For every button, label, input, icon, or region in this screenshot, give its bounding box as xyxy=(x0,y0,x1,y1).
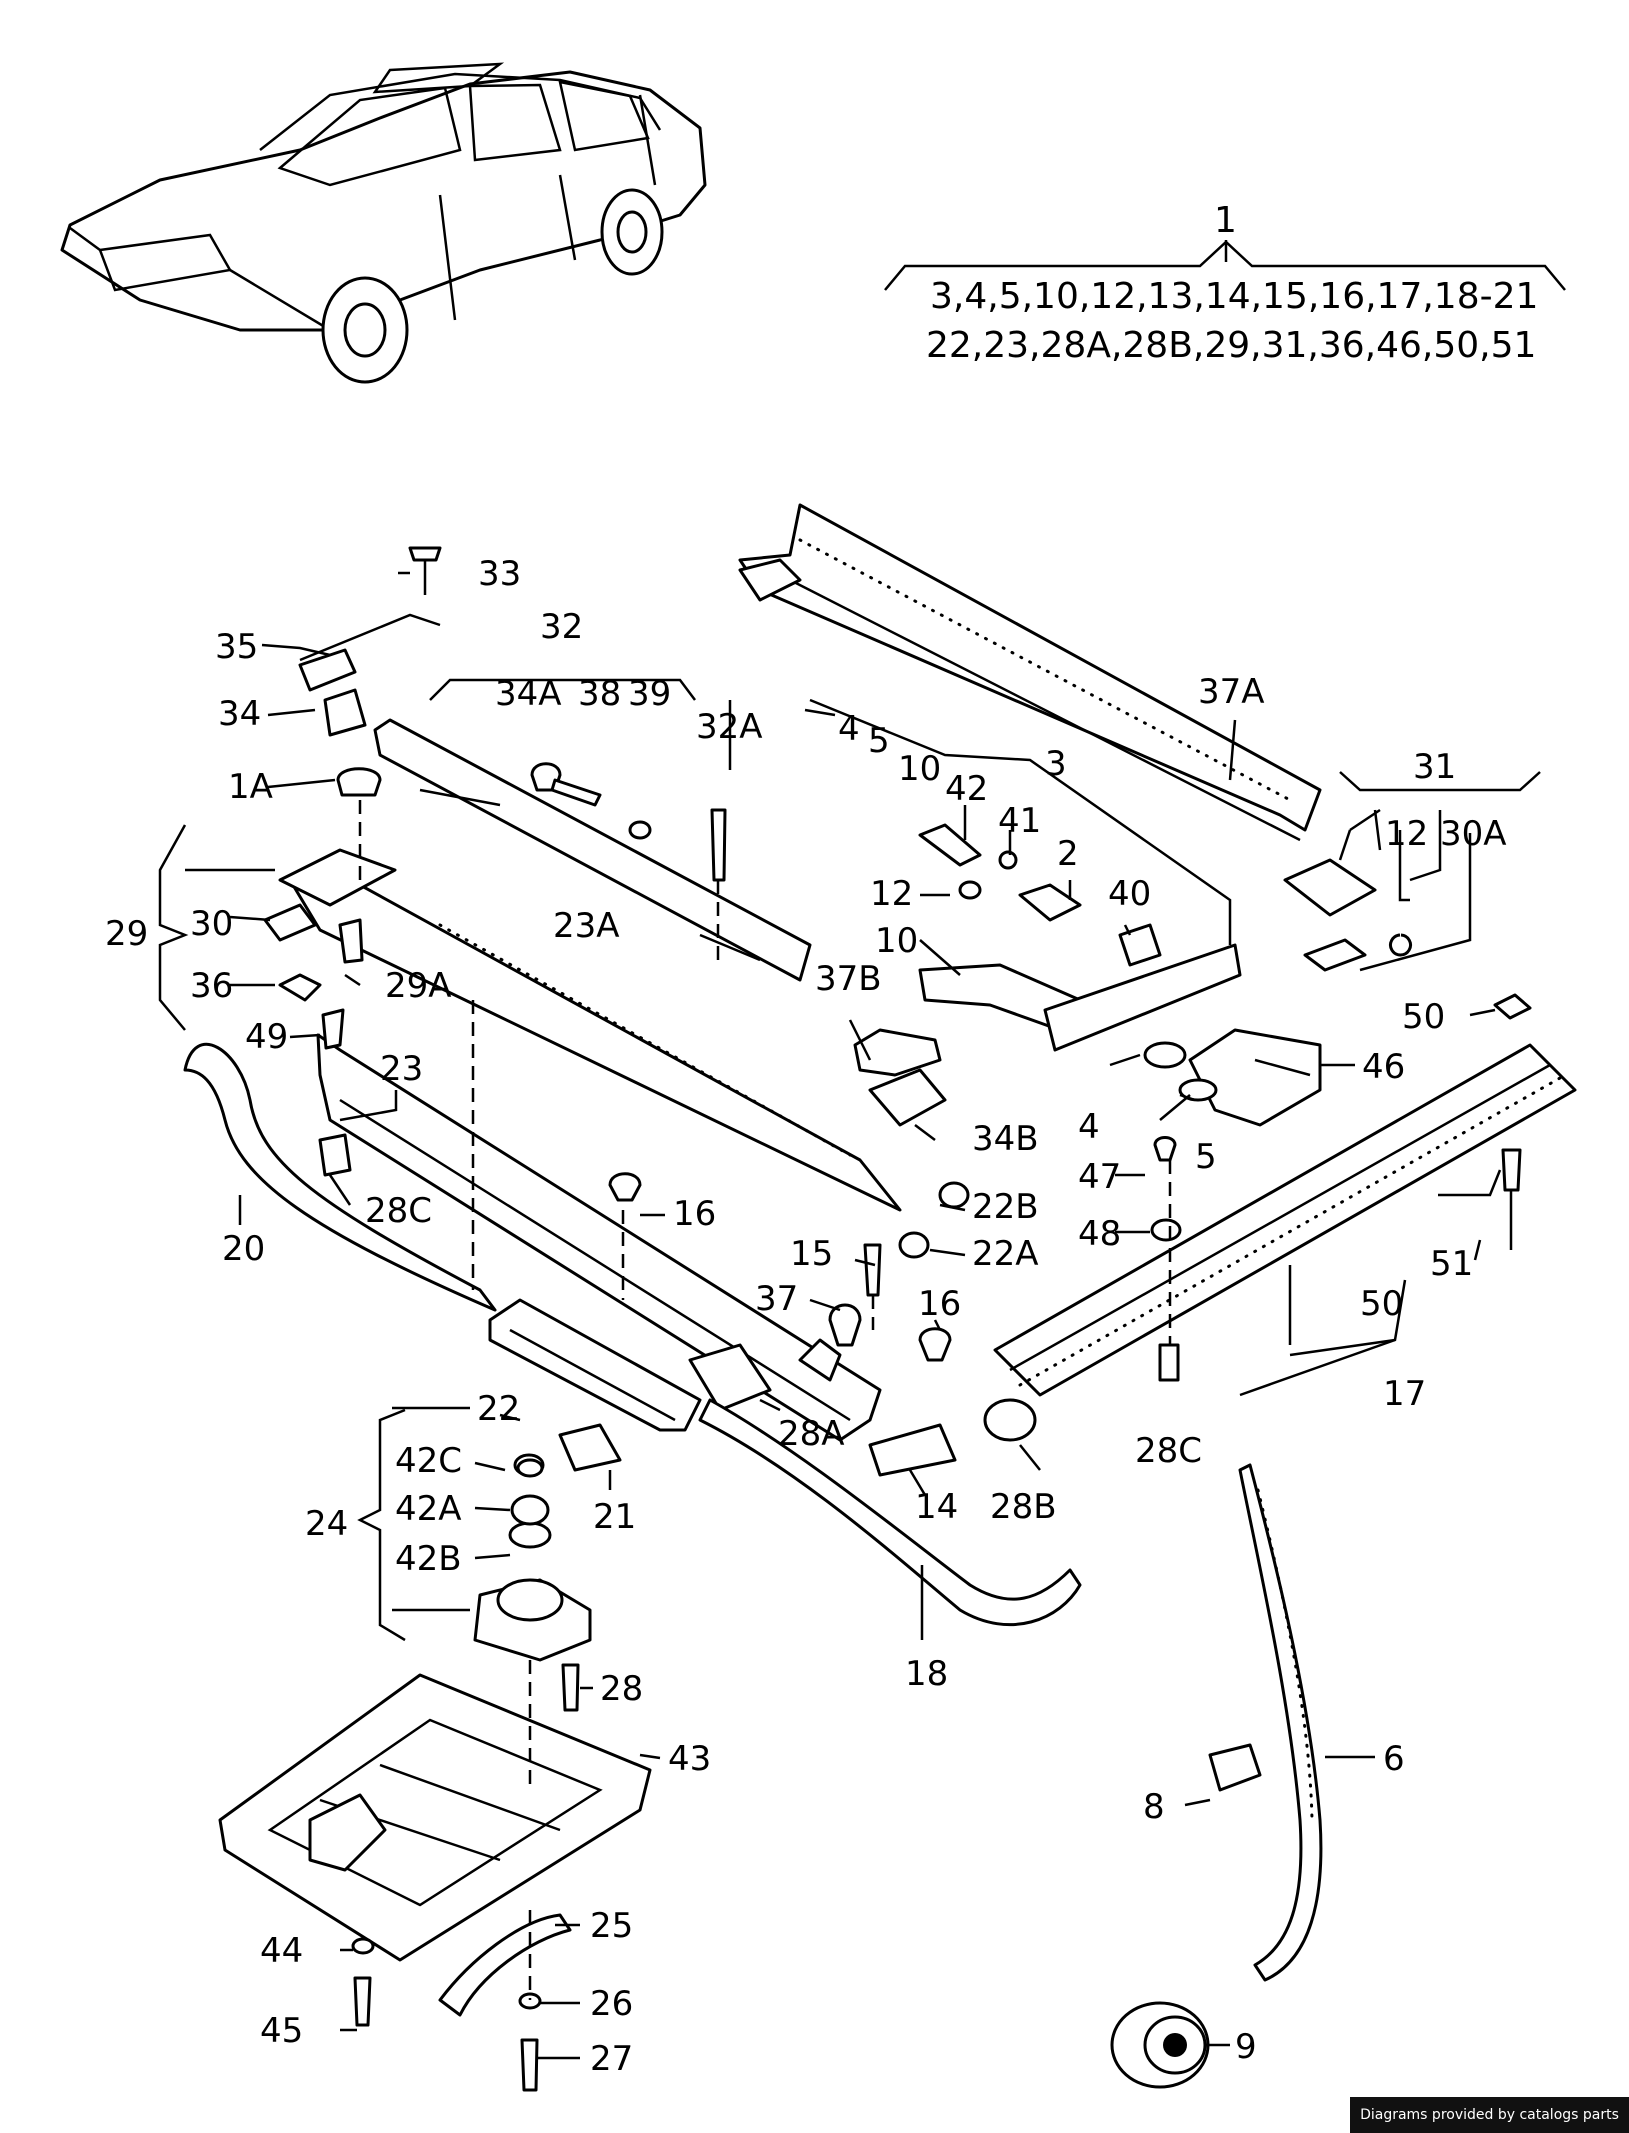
label-28A: 28A xyxy=(778,1414,845,1454)
label-44: 44 xyxy=(260,1931,303,1971)
label-8: 8 xyxy=(1143,1787,1165,1827)
label-49: 49 xyxy=(245,1017,288,1057)
credit-banner: Diagrams provided by catalogs parts xyxy=(1350,2097,1629,2133)
label-23: 23 xyxy=(380,1049,423,1089)
group-1-number: 1 xyxy=(1214,200,1237,241)
label-12: 12 xyxy=(870,874,913,914)
label-37B: 37B xyxy=(815,959,882,999)
label-16-low: 16 xyxy=(918,1284,961,1324)
label-20: 20 xyxy=(222,1229,265,1269)
label-32: 32 xyxy=(540,607,583,647)
label-42C: 42C xyxy=(395,1441,462,1481)
label-31: 31 xyxy=(1413,747,1456,787)
label-5b: 5 xyxy=(1195,1137,1217,1177)
label-39: 39 xyxy=(628,674,671,714)
label-32A: 32A xyxy=(696,707,763,747)
car-illustration xyxy=(60,62,707,384)
label-27: 27 xyxy=(590,2039,633,2079)
group-1-callout: 1 3,4,5,10,12,13,14,15,16,17,18-21 22,23… xyxy=(884,200,1566,366)
label-28B: 28B xyxy=(990,1487,1057,1527)
label-4b: 4 xyxy=(1078,1107,1100,1147)
label-42B: 42B xyxy=(395,1539,462,1579)
label-47: 47 xyxy=(1078,1157,1121,1197)
label-37: 37 xyxy=(755,1279,798,1319)
label-38: 38 xyxy=(578,674,621,714)
label-18: 18 xyxy=(905,1654,948,1694)
label-34A: 34A xyxy=(495,674,562,714)
label-4: 4 xyxy=(838,709,860,749)
leader-lines xyxy=(158,571,1541,2060)
label-22A: 22A xyxy=(972,1234,1039,1274)
label-3: 3 xyxy=(1045,744,1067,784)
label-29: 29 xyxy=(105,914,148,954)
label-21: 21 xyxy=(593,1497,636,1537)
label-10: 10 xyxy=(898,749,941,789)
label-2: 2 xyxy=(1057,834,1079,874)
label-34: 34 xyxy=(218,694,261,734)
label-24: 24 xyxy=(305,1504,348,1544)
label-5: 5 xyxy=(868,721,890,761)
label-35: 35 xyxy=(215,627,258,667)
label-25: 25 xyxy=(590,1906,633,1946)
label-28C-right: 28C xyxy=(1135,1431,1202,1471)
label-29A: 29A xyxy=(385,966,452,1006)
label-34B: 34B xyxy=(972,1119,1039,1159)
label-9: 9 xyxy=(1235,2027,1257,2067)
label-23A: 23A xyxy=(553,906,620,946)
label-30: 30 xyxy=(190,904,233,944)
parts-drawing xyxy=(183,503,1577,2092)
label-42A: 42A xyxy=(395,1489,462,1529)
group-1-list-line-1: 3,4,5,10,12,13,14,15,16,17,18-21 xyxy=(930,276,1538,317)
label-28C-left: 28C xyxy=(365,1191,432,1231)
label-26: 26 xyxy=(590,1984,633,2024)
label-14: 14 xyxy=(915,1487,958,1527)
label-36: 36 xyxy=(190,966,233,1006)
label-51: 51 xyxy=(1430,1244,1473,1284)
label-28: 28 xyxy=(600,1669,643,1709)
label-37A: 37A xyxy=(1198,672,1265,712)
label-50b: 50 xyxy=(1360,1284,1403,1324)
label-50: 50 xyxy=(1402,997,1445,1037)
label-17: 17 xyxy=(1383,1374,1426,1414)
label-10b: 10 xyxy=(875,921,918,961)
label-22: 22 xyxy=(477,1389,520,1429)
label-40: 40 xyxy=(1108,874,1151,914)
label-48: 48 xyxy=(1078,1214,1121,1254)
label-22B: 22B xyxy=(972,1187,1039,1227)
label-16-top: 16 xyxy=(673,1194,716,1234)
label-43: 43 xyxy=(668,1739,711,1779)
label-46: 46 xyxy=(1362,1047,1405,1087)
label-12b: 12 xyxy=(1385,814,1428,854)
label-15: 15 xyxy=(790,1234,833,1274)
label-1A: 1A xyxy=(228,767,273,807)
label-42: 42 xyxy=(945,769,988,809)
label-41: 41 xyxy=(998,801,1041,841)
label-6: 6 xyxy=(1383,1739,1405,1779)
group-1-list-line-2: 22,23,28A,28B,29,31,36,46,50,51 xyxy=(926,325,1536,366)
label-30A: 30A xyxy=(1440,814,1507,854)
label-45: 45 xyxy=(260,2011,303,2051)
callout-labels: 33 35 34 1A 29 30 36 29A 49 23 20 28C 32… xyxy=(105,554,1507,2079)
label-33: 33 xyxy=(478,554,521,594)
